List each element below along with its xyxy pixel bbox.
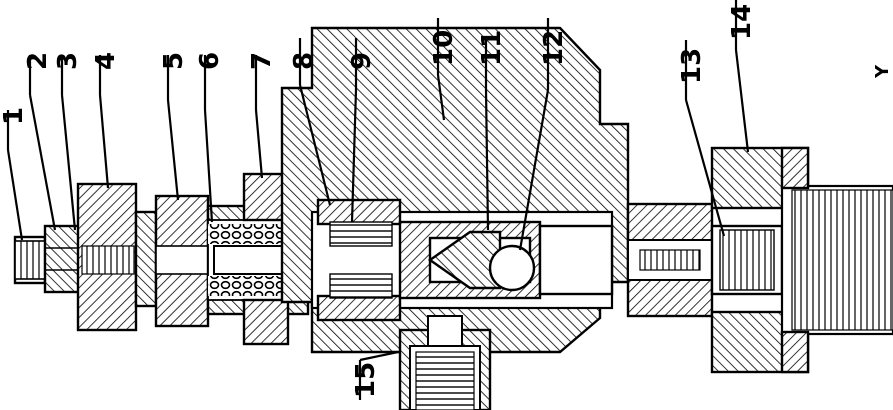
label-12: 12 [539,30,569,66]
cap-flange [76,182,158,332]
valve-ball [488,244,536,292]
label-6: 6 [195,52,225,70]
leader-lines [6,0,750,400]
label-3: 3 [53,52,83,70]
label-2: 2 [23,52,53,70]
seat-chamber [538,224,614,296]
label-8: 8 [289,52,319,70]
label-10: 10 [429,30,459,66]
spring-guide [316,198,402,322]
label-13: 13 [677,48,707,84]
corner-mark: Y [872,64,893,79]
label-9: 9 [347,52,377,70]
outlet-port [398,315,492,410]
label-11: 11 [477,30,507,66]
inlet-fitting [626,202,784,318]
label-7: 7 [247,52,277,70]
union-nut [710,146,893,374]
label-15: 15 [351,362,381,398]
label-14: 14 [727,4,757,40]
label-5: 5 [159,52,189,70]
label-1: 1 [0,107,29,125]
label-4: 4 [91,52,121,70]
bonnet-nut [154,194,210,328]
